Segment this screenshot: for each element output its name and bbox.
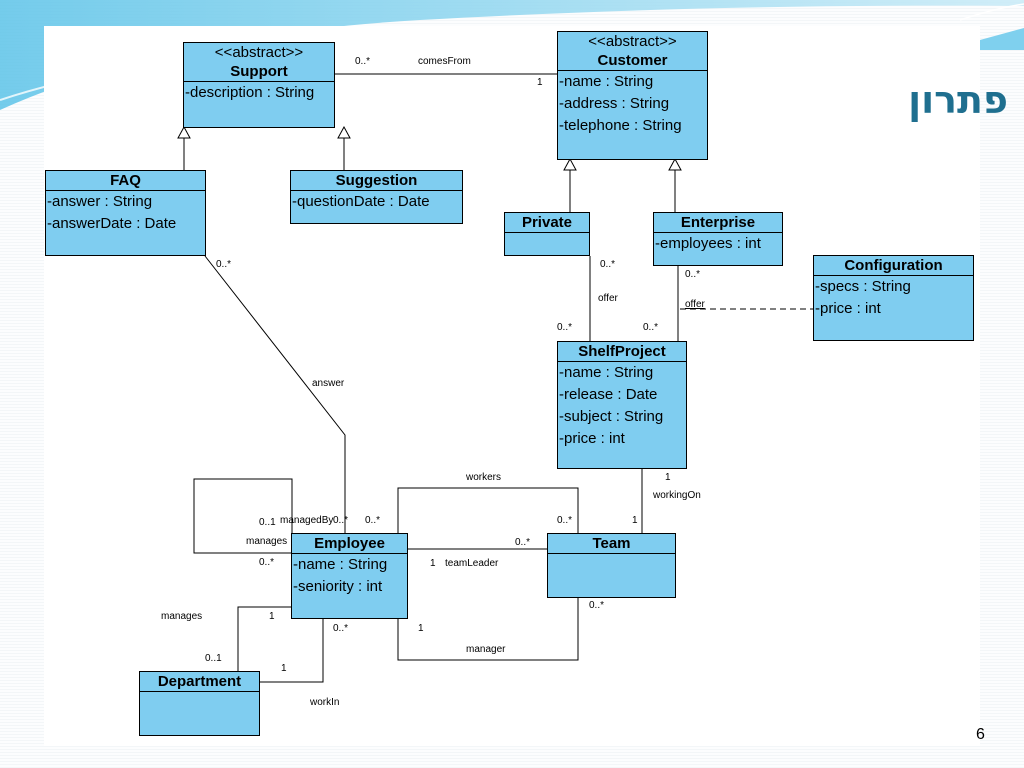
multiplicity-label: 0..* [365, 515, 381, 526]
multiplicity-label: 0..* [259, 557, 275, 568]
multiplicity-label: 0..* [600, 259, 616, 270]
content-panel [44, 26, 980, 746]
multiplicity-label: 0..* [643, 322, 659, 333]
association-label: managedBy [280, 515, 334, 526]
attribute: -price : int [815, 300, 881, 317]
multiplicity-label: 1 [665, 472, 671, 483]
association-label: offer [598, 293, 618, 304]
attribute: -questionDate : Date [292, 193, 430, 210]
attribute: -address : String [559, 95, 670, 112]
association-label: workIn [310, 697, 340, 708]
class-customer-header: <<abstract>> Customer [558, 32, 707, 71]
class-name: Enterprise [680, 214, 756, 231]
class-name: Team [592, 535, 631, 552]
multiplicity-label: 0..1 [205, 653, 222, 664]
class-configuration-header: Configuration [814, 256, 973, 276]
multiplicity-label: 0..* [557, 322, 573, 333]
association-label: workers [466, 472, 502, 483]
attribute: -subject : String [559, 408, 664, 425]
attribute: -name : String [293, 556, 388, 573]
class-enterprise[interactable]: Enterprise -employees : int [653, 212, 783, 266]
class-private[interactable]: Private [504, 212, 590, 256]
class-team[interactable]: Team [547, 533, 676, 598]
multiplicity-label: 1 [418, 623, 424, 634]
class-employee-header: Employee [292, 534, 407, 554]
multiplicity-label: 1 [281, 663, 287, 674]
attribute: -answer : String [47, 193, 153, 210]
attribute: -seniority : int [293, 578, 383, 595]
class-employee[interactable]: Employee -name : String -seniority : int [291, 533, 408, 619]
attribute: -price : int [559, 430, 625, 447]
class-department-header: Department [140, 672, 259, 692]
class-support[interactable]: <<abstract>> Support -description : Stri… [183, 42, 335, 128]
multiplicity-label: 1 [537, 77, 543, 88]
association-label: offer [685, 299, 705, 310]
association-label: answer [312, 378, 345, 389]
multiplicity-label: 0..* [216, 259, 232, 270]
multiplicity-label: 1 [269, 611, 275, 622]
class-name: ShelfProject [578, 343, 666, 360]
association-label: workingOn [653, 490, 701, 501]
attribute: -employees : int [655, 235, 761, 252]
class-name: FAQ [110, 172, 141, 189]
class-shelfproject-header: ShelfProject [558, 342, 686, 362]
class-department[interactable]: Department [139, 671, 260, 736]
association-label: teamLeader [445, 558, 499, 569]
association-label: manager [466, 644, 506, 655]
multiplicity-label: 1 [632, 515, 638, 526]
multiplicity-label: 0..* [589, 600, 605, 611]
multiplicity-label: 0..* [685, 269, 701, 280]
class-name: Support [230, 63, 288, 80]
class-faq[interactable]: FAQ -answer : String -answerDate : Date [45, 170, 206, 256]
attribute: -name : String [559, 73, 654, 90]
attribute: -name : String [559, 364, 654, 381]
class-name: Department [157, 673, 242, 690]
class-name: Employee [314, 535, 385, 552]
association-label: manages [246, 536, 288, 547]
class-suggestion-header: Suggestion [291, 171, 462, 191]
association-label: comesFrom [418, 56, 471, 67]
association-label: manages [161, 611, 203, 622]
class-name: Customer [597, 52, 668, 69]
class-support-header: <<abstract>> Support [184, 43, 334, 82]
multiplicity-label: 1 [430, 558, 436, 569]
class-name: Suggestion [335, 172, 418, 189]
attribute: -telephone : String [559, 117, 682, 134]
stereotype-label: <<abstract>> [214, 44, 304, 61]
class-customer[interactable]: <<abstract>> Customer -name : String -ad… [557, 31, 708, 160]
class-shelfproject[interactable]: ShelfProject -name : String -release : D… [557, 341, 687, 469]
multiplicity-label: 0..* [515, 537, 531, 548]
attribute: -answerDate : Date [47, 215, 177, 232]
attribute: -description : String [185, 84, 315, 101]
class-name: Private [521, 214, 573, 231]
slide-title: פתרון [908, 78, 1008, 122]
multiplicity-label: 0..* [333, 623, 349, 634]
attribute: -specs : String [815, 278, 911, 295]
attribute: -release : Date [559, 386, 658, 403]
class-configuration[interactable]: Configuration -specs : String -price : i… [813, 255, 974, 341]
class-name: Configuration [844, 257, 943, 274]
class-team-header: Team [548, 534, 675, 554]
multiplicity-label: 0..* [355, 56, 371, 67]
stereotype-label: <<abstract>> [588, 33, 677, 50]
page-number: 6 [976, 726, 985, 743]
multiplicity-label: 0..* [557, 515, 573, 526]
multiplicity-label: 0..1 [259, 517, 276, 528]
class-enterprise-header: Enterprise [654, 213, 782, 233]
multiplicity-label: 0..* [333, 515, 349, 526]
class-private-header: Private [505, 213, 589, 233]
class-suggestion[interactable]: Suggestion -questionDate : Date [290, 170, 463, 224]
class-faq-header: FAQ [46, 171, 205, 191]
